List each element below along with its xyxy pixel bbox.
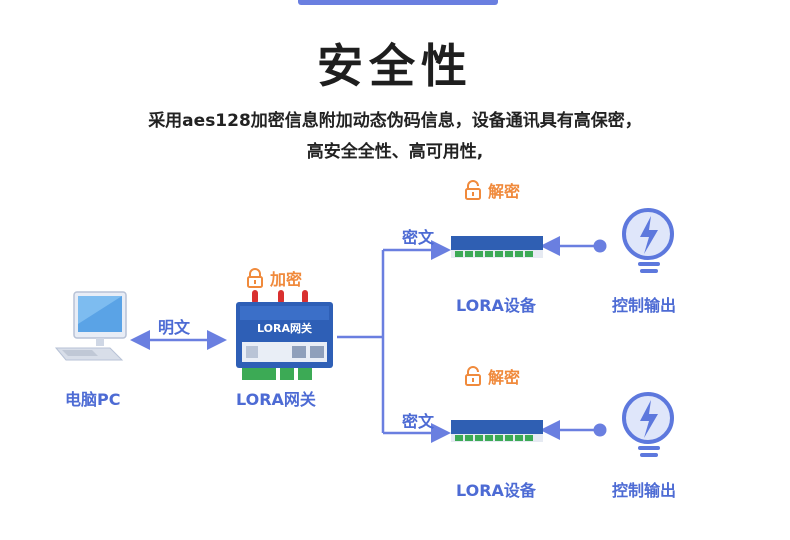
computer-icon (54, 291, 127, 361)
device-label-bottom: LORA设备 (456, 481, 536, 500)
lightning-bulb-icon (622, 392, 674, 457)
gateway-panel-text: LORA网关 (257, 322, 312, 335)
pc-label: 电脑PC (65, 390, 121, 409)
subtitle-line-2: 高安全全性、高可用性, (306, 142, 484, 162)
lightning-bulb-icon (622, 208, 674, 273)
lock-icon (247, 268, 263, 288)
output-label-top: 控制输出 (612, 296, 677, 315)
subtitle-line-1: 采用aes128加密信息附加动态伪码信息，设备通讯具有高保密， (148, 111, 642, 131)
decrypt-lock-bottom: 解密 (464, 364, 520, 388)
decrypt-label-bottom: 解密 (488, 368, 521, 387)
decrypt-label-top: 解密 (488, 182, 521, 201)
page-title: 安全性 (317, 39, 473, 93)
cipher-label-top: 密文 (402, 228, 435, 247)
lora-device-bottom (451, 418, 543, 444)
decrypt-lock-top: 解密 (464, 178, 520, 202)
plain-text-label: 明文 (158, 318, 191, 337)
encrypt-label: 加密 (270, 270, 303, 289)
encrypt-lock: 加密 (246, 266, 302, 290)
output-label-bottom: 控制输出 (612, 481, 677, 500)
unlock-icon (465, 366, 481, 386)
unlock-icon (465, 180, 481, 200)
cipher-label-bottom: 密文 (402, 412, 435, 431)
lora-gateway-device: LORA网关 (232, 290, 337, 382)
gateway-label: LORA网关 (236, 390, 316, 409)
lora-device-top (451, 234, 543, 260)
device-label-top: LORA设备 (456, 296, 536, 315)
top-accent-bar (298, 0, 498, 5)
